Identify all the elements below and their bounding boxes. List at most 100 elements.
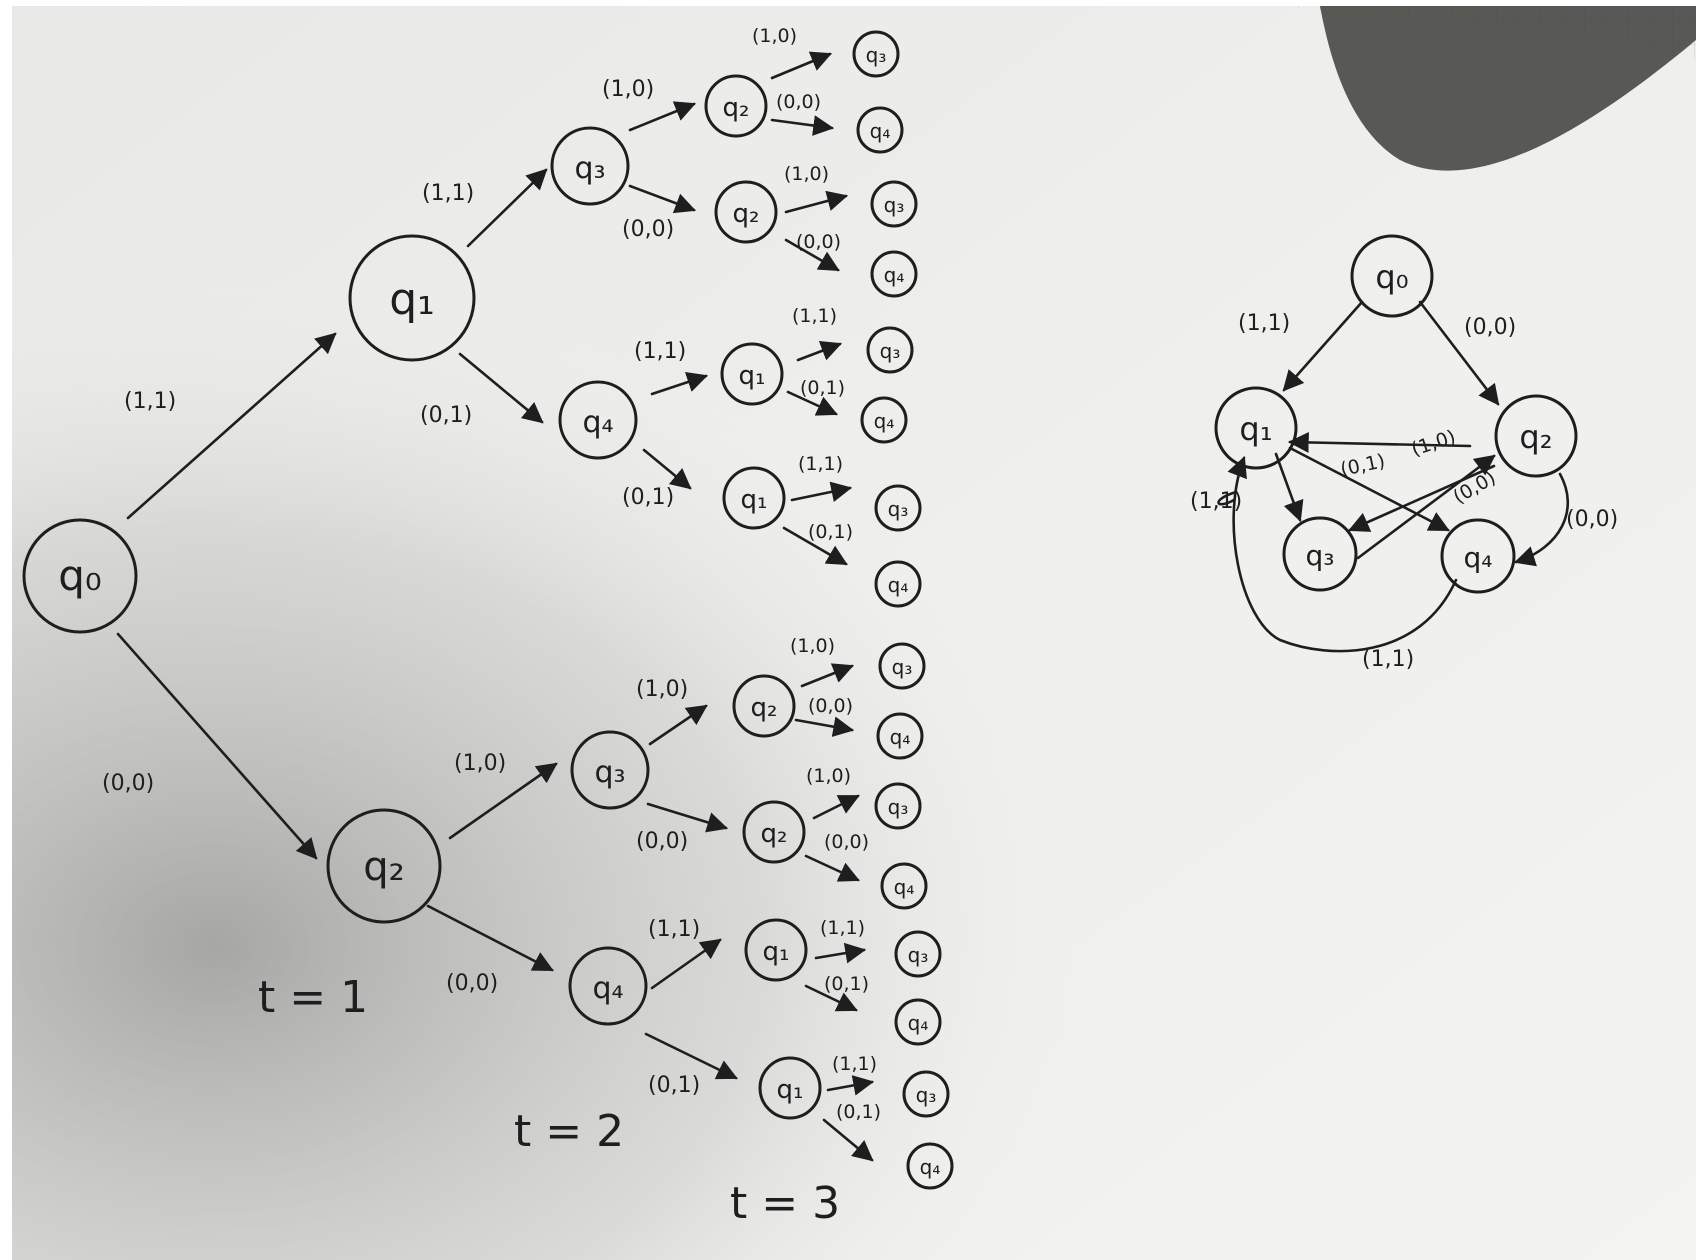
- node-q3: q₃: [550, 126, 630, 206]
- node-q2: q₂: [714, 180, 778, 244]
- svg-text:q₄: q₄: [890, 725, 911, 749]
- svg-text:q₃: q₃: [888, 795, 909, 819]
- time-label-t3: t = 3: [730, 1178, 840, 1229]
- edge-label: (0,0): [102, 771, 154, 796]
- edge-label: (1,1): [634, 339, 686, 364]
- svg-text:q₃: q₃: [866, 43, 887, 67]
- svg-text:q₃: q₃: [892, 655, 913, 679]
- svg-text:q₁: q₁: [763, 937, 790, 967]
- edge-label: (0,1): [836, 1101, 881, 1123]
- edge-label: (1,1): [422, 181, 474, 206]
- node-q4: q₄: [568, 946, 648, 1026]
- leaf-q4: q₄: [894, 998, 942, 1046]
- edge-label: (0,0): [776, 91, 821, 113]
- edge-label: (0,0): [808, 695, 853, 717]
- node-q2: q₂: [326, 808, 442, 924]
- svg-text:q₁: q₁: [389, 274, 435, 325]
- node-q1: q₁: [720, 342, 784, 406]
- edge-label: (1,1): [648, 917, 700, 942]
- sm-node-q4: q₄: [1440, 518, 1516, 594]
- edge-label: (1,1): [792, 305, 837, 327]
- node-q0-root: q₀: [22, 518, 138, 634]
- svg-text:q₄: q₄: [870, 119, 891, 143]
- sm-node-q2: q₂: [1494, 394, 1578, 478]
- edge-label: (1,0): [752, 25, 797, 47]
- edge-label: (0,0): [622, 217, 674, 242]
- edge-label: (0,1): [824, 973, 869, 995]
- edge-label: (0,1): [648, 1073, 700, 1098]
- edge-label: (1,0): [806, 765, 851, 787]
- time-label-t1: t = 1: [258, 972, 368, 1023]
- svg-text:q₂: q₂: [761, 819, 788, 849]
- leaf-q3: q₃: [894, 930, 942, 978]
- leaf-q4: q₄: [880, 862, 928, 910]
- svg-text:q₃: q₃: [888, 497, 909, 521]
- edge-label: (0,0): [636, 829, 688, 854]
- node-q4: q₄: [558, 380, 638, 460]
- edge-label: (1,0): [790, 635, 835, 657]
- edge-label: (0,1): [420, 403, 472, 428]
- svg-text:q₄: q₄: [1464, 541, 1493, 574]
- leaf-q3: q₃: [866, 326, 914, 374]
- svg-text:q₄: q₄: [874, 409, 895, 433]
- leaf-q3: q₃: [852, 30, 900, 78]
- edge-label: (1,0): [454, 751, 506, 776]
- node-q1: q₁: [744, 918, 808, 982]
- sm-node-q0: q₀: [1350, 234, 1434, 318]
- svg-text:q₁: q₁: [739, 361, 766, 391]
- tree-edges: [116, 51, 875, 1162]
- svg-text:q₃: q₃: [880, 339, 901, 363]
- svg-text:q₄: q₄: [884, 263, 905, 287]
- edge-label: (0,0): [824, 831, 869, 853]
- edge-label: (0,1): [622, 485, 674, 510]
- edge-label: (0,1): [800, 377, 845, 399]
- svg-text:q₃: q₃: [574, 151, 605, 186]
- finger-shadow: [1320, 6, 1696, 171]
- edge-label: (1,0): [636, 677, 688, 702]
- edge-label: (1,0): [602, 77, 654, 102]
- svg-text:q₂: q₂: [723, 93, 750, 123]
- sm-edge-label: (1,1): [1238, 311, 1290, 336]
- sm-edge-label: (1,1): [1190, 489, 1242, 514]
- edge-label: (1,1): [832, 1053, 877, 1075]
- node-q1: q₁: [722, 466, 786, 530]
- leaf-q4: q₄: [870, 250, 918, 298]
- svg-text:q₄: q₄: [894, 875, 915, 899]
- leaf-q4: q₄: [860, 396, 908, 444]
- svg-text:q₄: q₄: [908, 1011, 929, 1035]
- svg-text:q₄: q₄: [920, 1155, 941, 1179]
- svg-text:q₂: q₂: [1519, 418, 1552, 456]
- node-q3: q₃: [570, 730, 650, 810]
- edge-label: (0,0): [446, 971, 498, 996]
- svg-text:q₃: q₃: [916, 1083, 937, 1107]
- svg-text:q₀: q₀: [58, 551, 102, 600]
- svg-text:q₂: q₂: [751, 693, 778, 723]
- node-q1: q₁: [348, 234, 476, 362]
- svg-text:q₁: q₁: [1239, 410, 1272, 448]
- edge-label: (0,0): [796, 231, 841, 253]
- sm-edge-label: (0,0): [1566, 507, 1618, 532]
- sm-node-q1: q₁: [1214, 386, 1298, 470]
- leaf-q3: q₃: [870, 180, 918, 228]
- node-q2: q₂: [732, 674, 796, 738]
- leaf-q4: q₄: [856, 106, 904, 154]
- tree-edge-labels: (1,1) (0,0) (1,1) (0,1) (1,0) (0,0) (1,1…: [102, 25, 881, 1123]
- time-step-labels: t = 1 t = 2 t = 3: [258, 972, 840, 1229]
- sm-edge-label: (0,0): [1464, 315, 1516, 340]
- svg-text:q₁: q₁: [741, 485, 768, 515]
- node-q2: q₂: [742, 800, 806, 864]
- svg-text:q₃: q₃: [1306, 539, 1335, 572]
- edge-label: (1,1): [820, 917, 865, 939]
- svg-text:q₃: q₃: [908, 943, 929, 967]
- svg-text:q₄: q₄: [582, 405, 613, 440]
- time-label-t2: t = 2: [514, 1106, 624, 1157]
- lighting-shadow: [12, 6, 1696, 1260]
- edge-label: (0,1): [808, 521, 853, 543]
- svg-text:q₄: q₄: [888, 573, 909, 597]
- svg-text:q₀: q₀: [1375, 258, 1408, 296]
- tree-nodes: q₀ q₁ q₂ q₃ q₄ q₃ q₄ q₂: [22, 30, 954, 1190]
- sm-node-q3: q₃: [1282, 516, 1358, 592]
- leaf-q3: q₃: [874, 484, 922, 532]
- leaf-q3: q₃: [878, 642, 926, 690]
- edge-label: (1,0): [784, 163, 829, 185]
